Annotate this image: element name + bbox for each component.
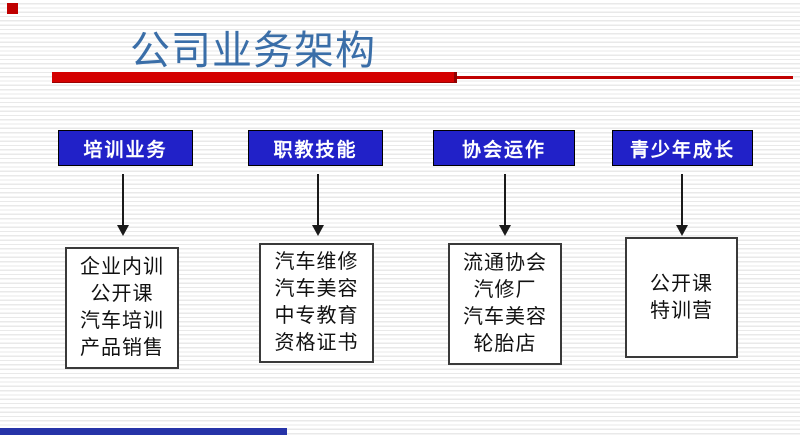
list-item: 轮胎店 [473, 333, 537, 355]
footer-banner [0, 428, 287, 435]
list-item: 汽车美容 [274, 278, 359, 300]
arrow-head [499, 225, 511, 236]
list-item: 汽车美容 [463, 306, 547, 328]
list-item: 产品销售 [80, 337, 164, 359]
header-box-training-business: 培训业务 [58, 130, 193, 166]
slide-title: 公司业务架构 [130, 28, 376, 73]
title-underline-bar [52, 72, 457, 83]
list-item: 汽车培训 [80, 310, 164, 332]
arrow-shaft [317, 174, 319, 225]
arrow-head [117, 225, 129, 236]
list-item: 流通协会 [463, 252, 547, 274]
title-underline-line [457, 76, 793, 79]
content-box-training-business: 企业内训 公开课 汽车培训 产品销售 [65, 247, 179, 369]
arrow-head [312, 225, 324, 236]
content-box-vocational-skills: 汽车维修 汽车美容 中专教育 资格证书 [259, 243, 374, 363]
content-box-association-operation: 流通协会 汽修厂 汽车美容 轮胎店 [448, 243, 562, 365]
header-box-vocational-skills: 职教技能 [248, 130, 383, 166]
list-item: 中专教育 [274, 305, 359, 327]
list-item: 企业内训 [80, 256, 164, 278]
arrow-shaft [681, 174, 683, 225]
header-box-association-operation: 协会运作 [433, 130, 575, 166]
list-item: 资格证书 [274, 332, 359, 354]
list-item: 汽修厂 [473, 279, 537, 301]
header-label: 培训业务 [83, 139, 168, 161]
list-item: 汽车维修 [274, 251, 359, 273]
arrow-head [676, 225, 688, 236]
header-box-youth-growth: 青少年成长 [612, 130, 753, 166]
header-label: 职教技能 [273, 139, 358, 161]
corner-accent-square [7, 3, 18, 14]
list-item: 公开课 [90, 283, 154, 305]
header-label: 青少年成长 [629, 139, 735, 161]
list-item: 公开课 [650, 272, 713, 295]
content-box-youth-growth: 公开课 特训营 [625, 237, 738, 358]
arrow-shaft [504, 174, 506, 225]
header-label: 协会运作 [461, 139, 546, 161]
arrow-shaft [122, 174, 124, 225]
list-item: 特训营 [650, 299, 713, 322]
